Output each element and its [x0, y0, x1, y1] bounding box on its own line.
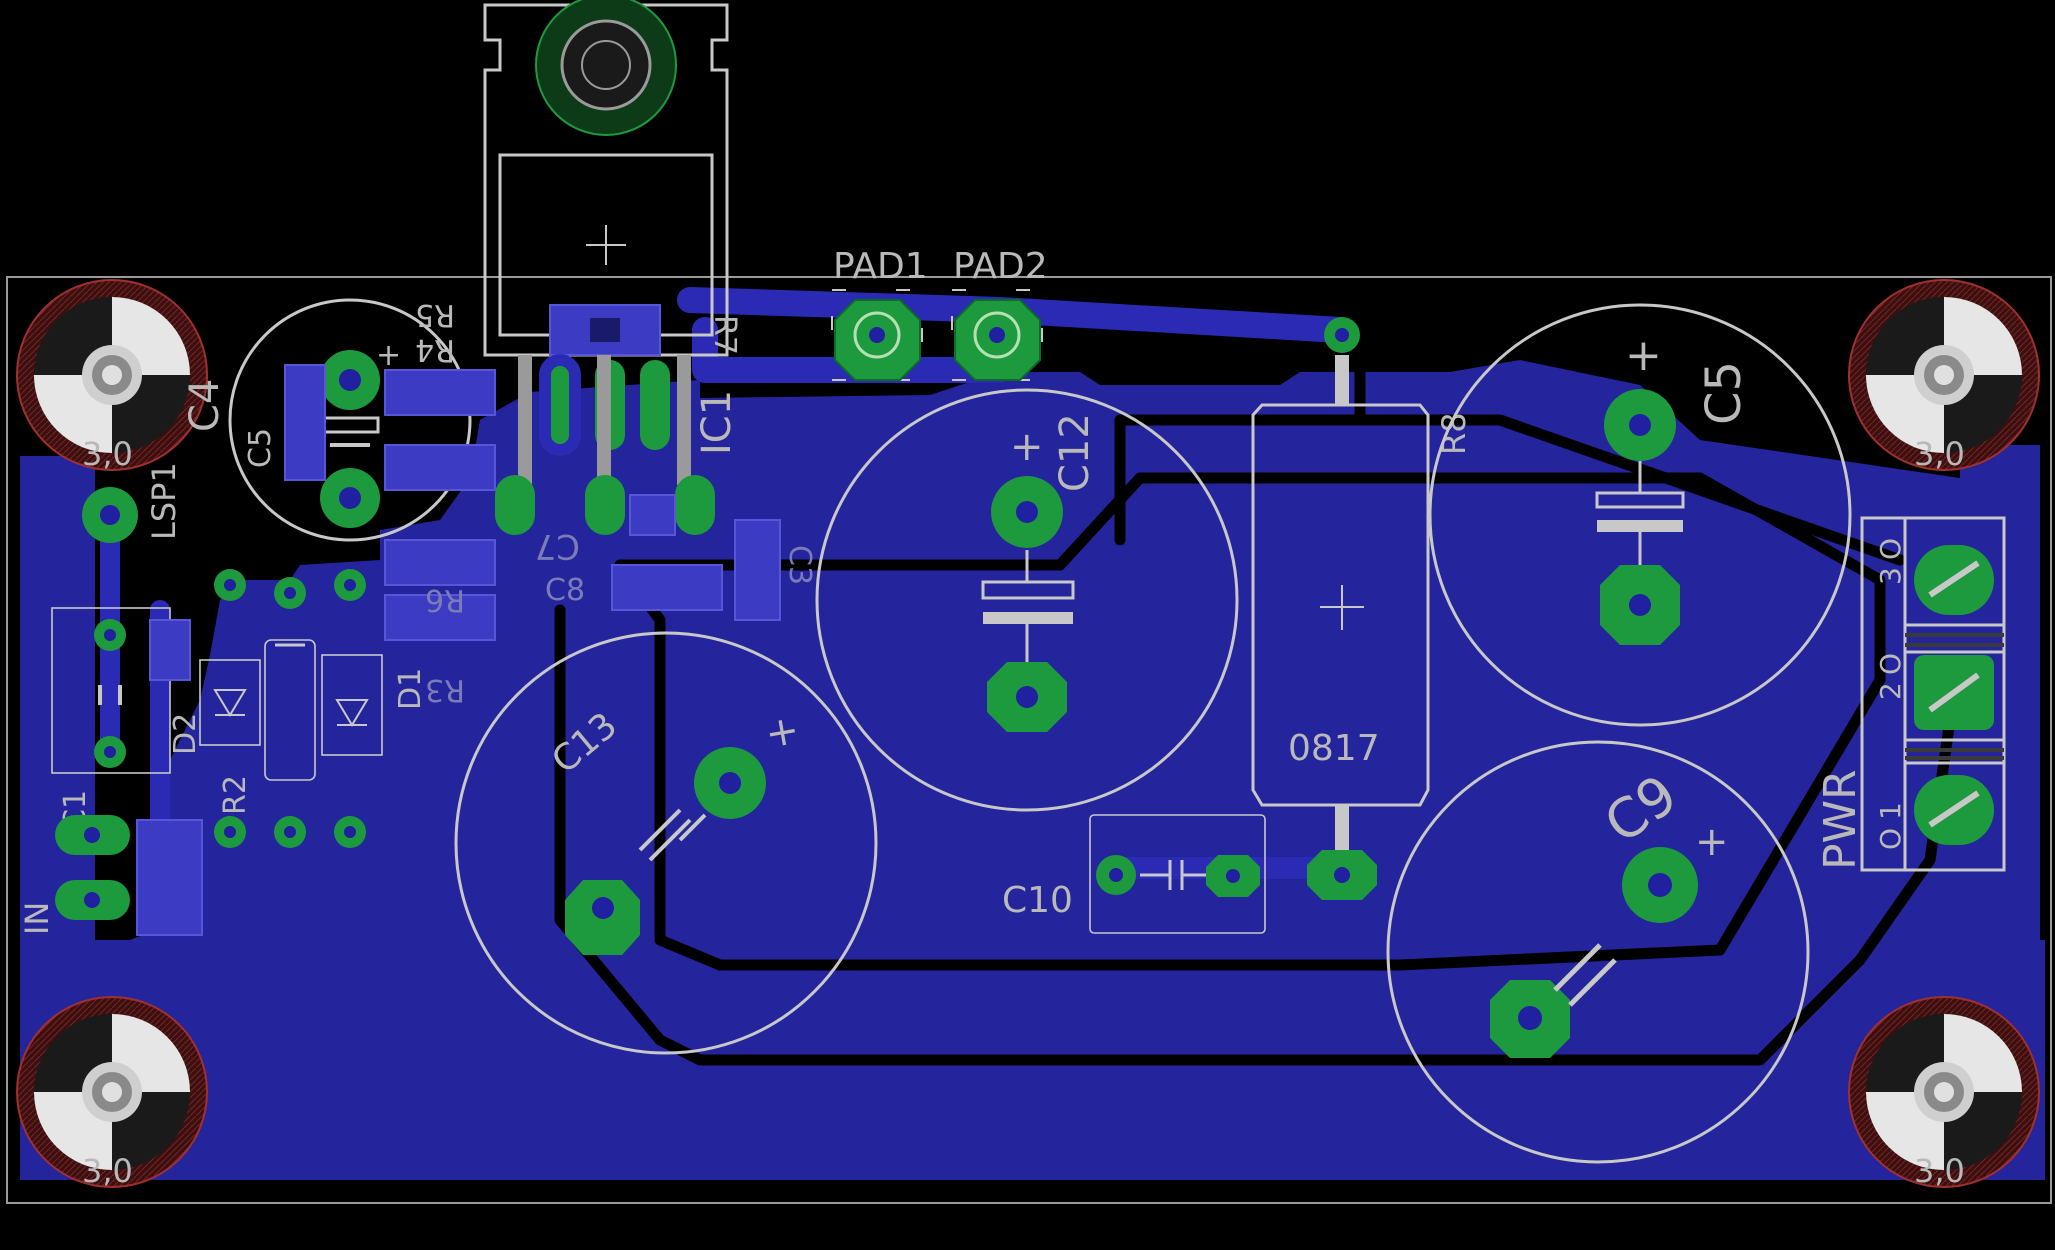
capacitor-c1: C1 — [51, 607, 171, 830]
r7-label: R7 — [707, 315, 742, 355]
pwr-term-o1: O — [1874, 828, 1907, 850]
resistor-array-left: R5 R4 R7 R6 R3 — [384, 297, 742, 707]
resistor-r8: 0817 R8 — [1251, 317, 1473, 900]
svg-text:+: + — [1695, 819, 1729, 865]
in-label: IN — [18, 902, 56, 935]
pwr-term-o3: O — [1874, 538, 1907, 560]
resistor-value-label: 0817 — [1288, 728, 1380, 769]
connector-lsp1: LSP1 — [82, 462, 183, 543]
c8-label: C8 — [545, 573, 585, 608]
pwr-term-1: 1 — [1874, 802, 1907, 820]
mount-hole-tl: 3,0 — [16, 279, 208, 473]
hole-size-label: 3,0 — [1914, 435, 1965, 473]
pad1-label: PAD1 — [833, 246, 928, 287]
hole-size-label: 3,0 — [1914, 1152, 1965, 1190]
connector-in: IN — [18, 815, 203, 936]
c3-label: C3 — [782, 545, 817, 585]
hole-size-label: 3,0 — [82, 435, 133, 473]
capacitors-small: C7 C8 C3 — [535, 494, 817, 621]
svg-text:+: + — [1010, 424, 1044, 470]
ic1-label: IC1 — [694, 390, 740, 455]
hole-size-label: 3,0 — [82, 1152, 133, 1190]
c7-label: C7 — [535, 526, 580, 566]
r4-label: R4 — [415, 332, 455, 367]
c4-label: C4 — [182, 379, 228, 432]
capacitor-c5-right: + C5 — [1428, 303, 1852, 727]
d1-label: D1 — [393, 668, 428, 710]
c10-label: C10 — [1002, 880, 1073, 921]
r2-label: R2 — [218, 775, 253, 815]
capacitor-c10: C10 — [1002, 814, 1266, 934]
regulator-ic1: IC1 — [483, 0, 740, 535]
mount-hole-tr: 3,0 — [1848, 279, 2040, 473]
c5-left-label: C5 — [243, 428, 278, 468]
board-outline — [6, 276, 2052, 1204]
capacitor-c4: + C4 C5 — [182, 298, 472, 542]
d2-label: D2 — [168, 713, 203, 755]
c12-label: C12 — [1052, 413, 1098, 492]
svg-text:+: + — [1625, 330, 1662, 381]
svg-text:+: + — [376, 338, 401, 373]
pwr-term-o2: O — [1874, 653, 1907, 675]
pwr-term-2: 2 — [1874, 682, 1907, 700]
pad2-label: PAD2 — [953, 246, 1048, 287]
r5-label: R5 — [415, 297, 455, 332]
pad1: PAD1 — [831, 246, 928, 381]
svg-text:+: + — [762, 707, 803, 758]
diodes: D1 D2 R2 — [149, 569, 428, 848]
connector-pwr: 3 O 2 O 1 O PWR — [1815, 516, 2006, 872]
r3-label: R3 — [425, 672, 465, 707]
pwr-term-3: 3 — [1874, 567, 1907, 585]
pwr-label: PWR — [1815, 769, 1866, 870]
r6-label: R6 — [425, 582, 465, 617]
c5-right-label: C5 — [1696, 361, 1752, 425]
pad2: PAD2 — [951, 246, 1048, 381]
lsp1-label: LSP1 — [145, 462, 183, 540]
capacitor-c12: + C12 — [815, 388, 1239, 812]
mount-hole-bl: 3,0 — [16, 996, 208, 1190]
mount-hole-br: 3,0 — [1848, 996, 2040, 1190]
